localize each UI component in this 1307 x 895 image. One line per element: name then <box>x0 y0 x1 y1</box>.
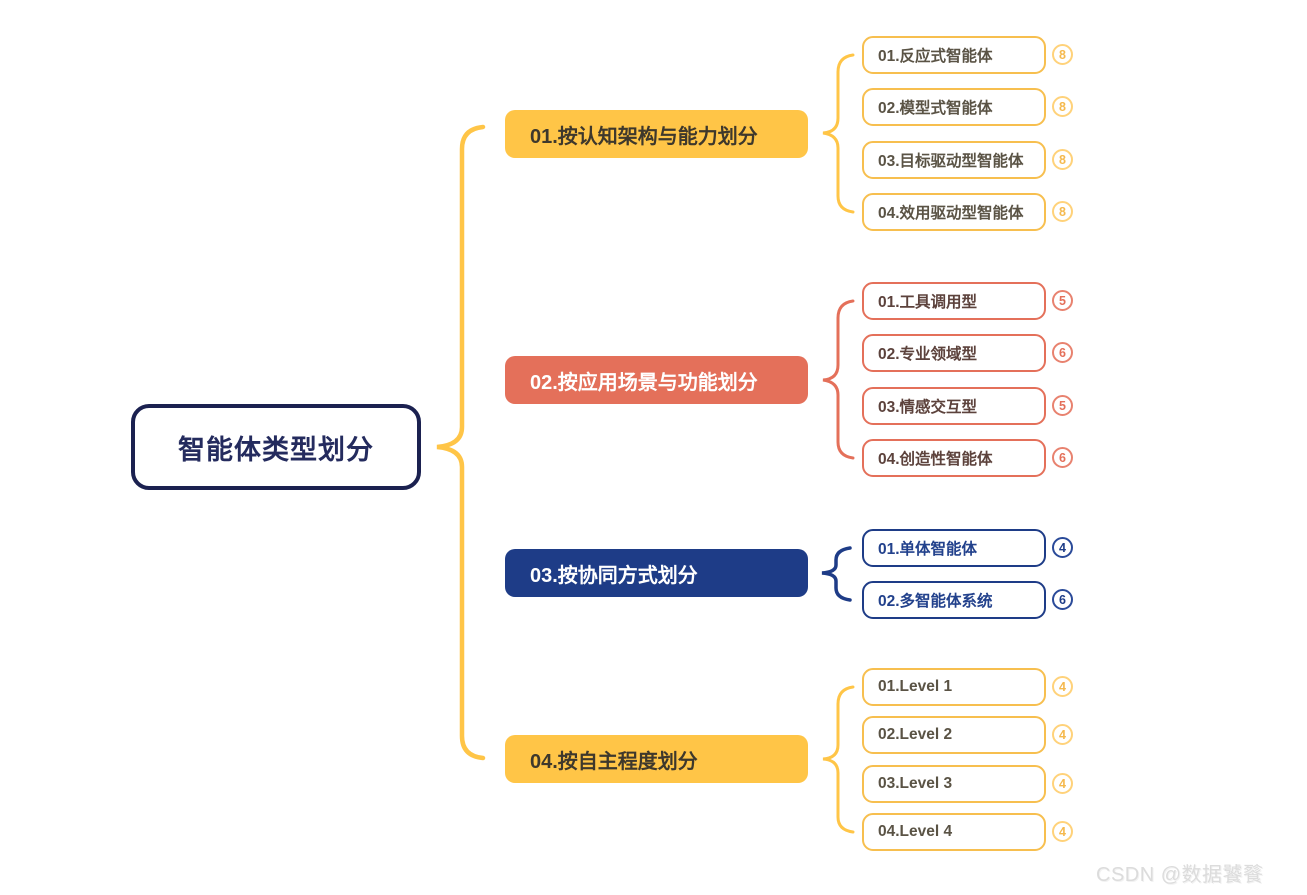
child-level-1[interactable]: 01.Level 1 <box>862 668 1046 706</box>
count-badge: 6 <box>1052 447 1073 468</box>
child-creative-agent[interactable]: 04.创造性智能体 <box>862 439 1046 477</box>
child-reactive-agent[interactable]: 01.反应式智能体 <box>862 36 1046 74</box>
branch-cognitive-architecture[interactable]: 01.按认知架构与能力划分 <box>505 110 808 158</box>
count-badge: 4 <box>1052 676 1073 697</box>
count-badge: 8 <box>1052 149 1073 170</box>
child-level-4[interactable]: 04.Level 4 <box>862 813 1046 851</box>
count-badge: 4 <box>1052 773 1073 794</box>
child-model-agent[interactable]: 02.模型式智能体 <box>862 88 1046 126</box>
branch4-brace <box>822 685 855 834</box>
count-badge: 6 <box>1052 589 1073 610</box>
branch2-brace <box>822 299 855 460</box>
root-brace <box>436 124 486 761</box>
child-utility-driven-agent[interactable]: 04.效用驱动型智能体 <box>862 193 1046 231</box>
child-level-2[interactable]: 02.Level 2 <box>862 716 1046 754</box>
child-tool-calling[interactable]: 01.工具调用型 <box>862 282 1046 320</box>
child-multi-agent-system[interactable]: 02.多智能体系统 <box>862 581 1046 619</box>
child-domain-expert[interactable]: 02.专业领域型 <box>862 334 1046 372</box>
branch3-brace <box>821 546 852 602</box>
count-badge: 8 <box>1052 96 1073 117</box>
root-node[interactable]: 智能体类型划分 <box>131 404 421 490</box>
count-badge: 6 <box>1052 342 1073 363</box>
branch-collaboration-mode[interactable]: 03.按协同方式划分 <box>505 549 808 597</box>
child-goal-driven-agent[interactable]: 03.目标驱动型智能体 <box>862 141 1046 179</box>
count-badge: 5 <box>1052 395 1073 416</box>
count-badge: 8 <box>1052 44 1073 65</box>
branch-autonomy-level[interactable]: 04.按自主程度划分 <box>505 735 808 783</box>
count-badge: 4 <box>1052 537 1073 558</box>
child-single-agent[interactable]: 01.单体智能体 <box>862 529 1046 567</box>
count-badge: 8 <box>1052 201 1073 222</box>
csdn-watermark: CSDN @数据饕餮 <box>1096 864 1264 886</box>
child-level-3[interactable]: 03.Level 3 <box>862 765 1046 803</box>
count-badge: 4 <box>1052 821 1073 842</box>
count-badge: 5 <box>1052 290 1073 311</box>
branch1-brace <box>822 53 855 214</box>
branch-application-scenario[interactable]: 02.按应用场景与功能划分 <box>505 356 808 404</box>
count-badge: 4 <box>1052 724 1073 745</box>
child-emotional-interaction[interactable]: 03.情感交互型 <box>862 387 1046 425</box>
